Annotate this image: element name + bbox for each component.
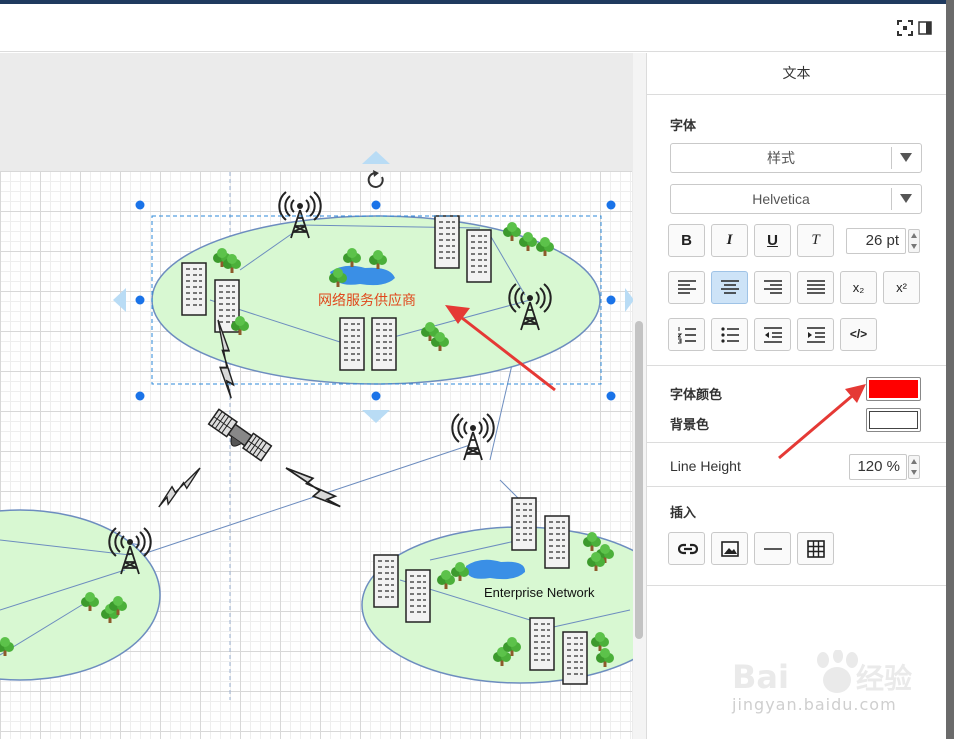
insert-image-button[interactable] [711, 532, 748, 565]
numbered-list-icon [678, 327, 696, 344]
align-right-icon [764, 280, 782, 294]
panel-tab-text[interactable]: 文本 [647, 53, 946, 95]
indent-button[interactable] [797, 318, 834, 351]
indent-icon [807, 327, 825, 343]
section-divider [647, 585, 947, 586]
font-section-label: 字体 [670, 118, 697, 133]
font-color-fill [869, 380, 918, 398]
align-justify-button[interactable] [797, 271, 834, 304]
selected-shape-label[interactable]: 网络服务供应商 [318, 293, 416, 309]
background-color-label: 背景色 [670, 417, 710, 432]
font-color-label: 字体颜色 [670, 387, 723, 402]
font-color-swatch[interactable] [866, 377, 921, 401]
red-annotation-arrow-icon [778, 384, 866, 460]
section-divider [647, 486, 947, 487]
line-height-stepper[interactable] [908, 455, 920, 479]
clear-format-icon: T [811, 232, 820, 248]
outdent-icon [764, 327, 782, 343]
align-center-button[interactable] [711, 271, 748, 304]
align-right-button[interactable] [754, 271, 791, 304]
underline-button[interactable]: U [754, 224, 791, 257]
window-edge [946, 0, 954, 739]
fullscreen-icon[interactable] [897, 20, 913, 36]
numbered-list-button[interactable] [668, 318, 705, 351]
insert-table-button[interactable] [797, 532, 834, 565]
link-icon [678, 543, 698, 555]
horizontal-rule-icon [764, 548, 782, 550]
style-select-value: 样式 [767, 150, 795, 166]
bullet-list-button[interactable] [711, 318, 748, 351]
font-size-input[interactable]: 26 pt [846, 228, 906, 254]
baidu-watermark-logo: Bai 经验 [732, 650, 912, 696]
enterprise-network-label: Enterprise Network [484, 585, 595, 600]
align-left-icon [678, 280, 696, 294]
vertical-scrollbar[interactable] [633, 53, 646, 739]
diagram-canvas[interactable]: 网络服务供应商 Enterprise Network [0, 53, 633, 739]
font-size-stepper[interactable] [908, 229, 920, 253]
align-justify-icon [807, 280, 825, 294]
top-toolbar [0, 4, 946, 52]
superscript-button[interactable]: x² [883, 271, 920, 304]
outdent-button[interactable] [754, 318, 791, 351]
insert-link-button[interactable] [668, 532, 705, 565]
font-family-select[interactable]: Helvetica [670, 184, 922, 214]
bullet-list-icon [721, 327, 739, 343]
chevron-down-icon[interactable] [891, 188, 921, 210]
align-left-button[interactable] [668, 271, 705, 304]
font-family-select-value: Helvetica [752, 191, 810, 207]
subscript-button[interactable]: x₂ [840, 271, 877, 304]
scrollbar-thumb[interactable] [635, 321, 643, 639]
line-height-label: Line Height [670, 458, 741, 474]
style-select[interactable]: 样式 [670, 143, 922, 173]
insert-horizontal-rule-button[interactable] [754, 532, 791, 565]
image-icon [721, 541, 739, 557]
table-icon [807, 540, 825, 558]
svg-text:Bai: Bai [732, 658, 789, 696]
top-accent-bar [0, 0, 954, 4]
italic-button[interactable]: I [711, 224, 748, 257]
background-color-fill [869, 411, 918, 429]
chevron-down-icon[interactable] [891, 147, 921, 169]
align-center-icon [721, 280, 739, 294]
bold-button[interactable]: B [668, 224, 705, 257]
insert-section-label: 插入 [670, 505, 697, 520]
html-button[interactable]: </> [840, 318, 877, 351]
toggle-panel-icon[interactable] [918, 20, 934, 36]
format-panel: 文本 字体 样式 Helvetica B I U T 26 pt x₂ x² <… [646, 53, 947, 739]
clear-format-button[interactable]: T [797, 224, 834, 257]
network-diagram[interactable] [0, 53, 633, 739]
watermark-url: jingyan.baidu.com [732, 695, 897, 714]
line-height-input[interactable]: 120 % [849, 454, 907, 480]
section-divider [647, 365, 947, 366]
svg-text:经验: 经验 [856, 662, 912, 695]
background-color-swatch[interactable] [866, 408, 921, 432]
